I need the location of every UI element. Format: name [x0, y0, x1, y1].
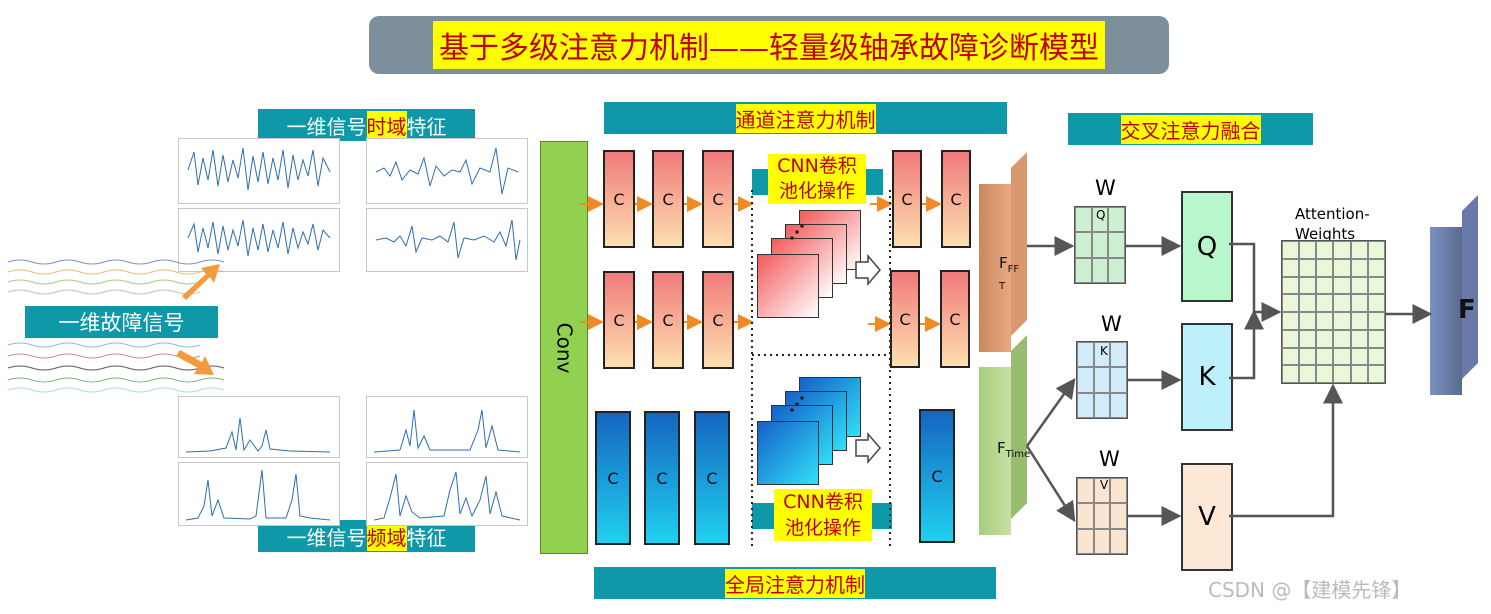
time-feature-label: 一维信号时域特征 [258, 109, 475, 141]
freq-plot-4 [366, 462, 528, 526]
conv-block: Conv [540, 141, 588, 554]
k-box: K [1181, 323, 1233, 431]
freq-plot-2 [366, 396, 528, 458]
c-block: C [652, 150, 684, 248]
w-label: W [1099, 447, 1120, 471]
dotted-boundaries [751, 190, 891, 550]
cross-attention-label: 交叉注意力融合 [1068, 113, 1313, 145]
attention-weights-grid [1281, 240, 1386, 384]
c-block: C [890, 270, 920, 368]
freq-plot-traces [185, 409, 521, 521]
wq-grid [1074, 206, 1126, 284]
attention-connectors [1025, 236, 1433, 526]
channel-flow-arrows [580, 196, 942, 332]
c-block: C [603, 150, 635, 248]
watermark: CSDN @【建模先锋】 [1208, 578, 1412, 602]
output-f-label: F [1458, 295, 1476, 325]
page-title: 基于多级注意力机制——轻量级轴承故障诊断模型 [433, 21, 1105, 69]
time-plot-1 [178, 138, 340, 204]
wv-grid [1076, 477, 1128, 555]
f-time-label: FTime [997, 439, 1031, 460]
c-block: C [694, 411, 730, 545]
c-block: C [940, 270, 970, 368]
c-block: C [919, 409, 955, 543]
time-plot-traces [187, 147, 521, 261]
c-block: C [892, 150, 922, 248]
w-label: W [1101, 312, 1122, 336]
stack-dots [790, 224, 804, 412]
feature-map-stack-blue [757, 377, 862, 492]
cnn-pool-bottom-label: CNN卷积 池化操作 [774, 489, 872, 541]
output-f-block: F [1430, 195, 1478, 396]
wk-grid [1076, 341, 1128, 419]
c-block: C [702, 150, 734, 248]
input-signal-label: 一维故障信号 [25, 306, 218, 338]
c-block: C [702, 271, 734, 369]
wv-sub-label: V [1100, 478, 1109, 492]
channel-attention-label: 通道注意力机制 [604, 102, 1007, 134]
c-block: C [603, 271, 635, 369]
title-bar: 基于多级注意力机制——轻量级轴承故障诊断模型 [369, 16, 1169, 74]
input-branch-arrows [176, 264, 220, 375]
freq-plot-1 [178, 396, 340, 458]
w-label: W [1095, 176, 1116, 200]
cnn-pool-top-label: CNN卷积 池化操作 [768, 154, 866, 204]
wk-sub-label: K [1100, 344, 1108, 358]
time-plot-2 [366, 138, 528, 204]
time-plot-3 [178, 208, 340, 272]
q-box: Q [1181, 191, 1233, 302]
c-block: C [941, 150, 971, 248]
time-plot-4 [366, 208, 528, 272]
feature-map-stack-warm [757, 210, 862, 320]
pooling-hollow-arrows [855, 253, 881, 465]
c-block: C [652, 271, 684, 369]
c-block: C [644, 411, 680, 545]
attention-weights-label: Attention-Weights [1295, 205, 1370, 243]
v-box: V [1181, 463, 1233, 571]
input-signal-waves [7, 259, 225, 393]
c-block: C [595, 411, 631, 545]
global-attention-label: 全局注意力机制 [594, 567, 996, 599]
wq-sub-label: Q [1096, 208, 1106, 222]
f-time-block: FTime [979, 335, 1031, 536]
